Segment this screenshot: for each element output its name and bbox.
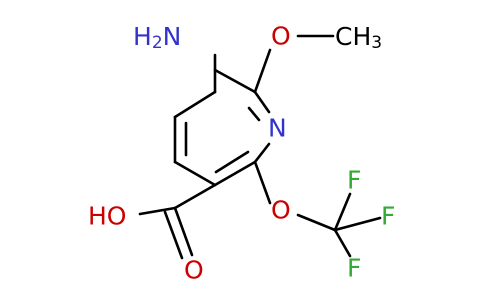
bond-c2-methoxy-o [253,48,272,94]
ether-oxygen: O [271,196,291,225]
bond-c6-c5 [213,160,257,187]
bond-cf3-f2 [333,216,382,232]
bond-carboxyl-c-o-double [163,210,184,260]
amino-n: N [163,22,182,51]
bond-cf3-f3 [333,228,352,258]
bond-c6-ether-o [253,160,272,205]
bond-n1-c6 [253,142,271,164]
bond-c5-carboxyl-c [173,183,217,210]
bond-cf3-f1 [333,192,352,232]
methyl-h: H [352,22,371,51]
amino-group-label: H2N [133,22,181,54]
amino-h-count: 2 [152,33,163,53]
fluorine-top: F [347,166,361,195]
bond-c5-c4 [173,160,217,187]
bond-c3-c2 [213,68,257,94]
bond-c6-c5-inner [214,150,250,174]
carbonyl-oxygen: O [184,256,204,285]
methyl-c: C [335,22,352,51]
bond-carboxyl-c-oh [138,206,177,216]
substituent-bonds [138,34,382,260]
bond-c2-n1-inner [247,106,261,122]
bond-c3-c2-top [173,90,217,119]
atom-labels: H2N O CH3 N HO O O F F F [88,22,395,285]
ring-nitrogen: N [268,114,287,143]
bond-carboxyl-c-o [173,206,194,257]
methoxy-oxygen: O [271,22,291,51]
hydroxyl-group: HO [88,202,126,231]
fluorine-right: F [381,202,395,231]
amino-h: H [133,22,152,51]
fluorine-bottom: F [347,254,361,283]
bond-c2-n1 [253,90,271,114]
pyridine-ring [173,68,271,187]
methyl-h-count: 3 [371,33,382,53]
methyl-group-label: CH3 [335,22,382,54]
bond-ether-o-cf3 [296,213,337,232]
